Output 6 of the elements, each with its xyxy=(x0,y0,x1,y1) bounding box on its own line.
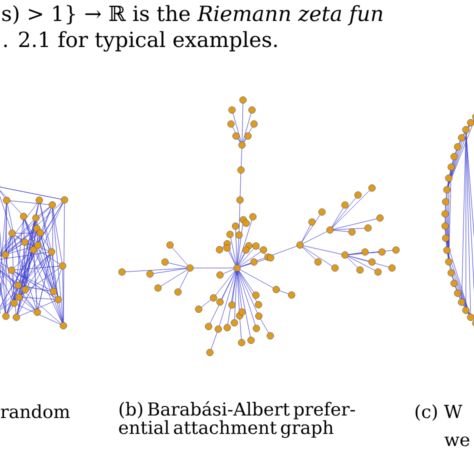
figure-caption: (c) W xyxy=(416,404,462,421)
figure-caption: we xyxy=(444,436,470,446)
figure-caption: (b) Barabási-Albert prefer- ential attachment graph xyxy=(119,401,355,438)
text-line: s) > 1} → ℝ is the Riemann zeta fun xyxy=(2,5,382,26)
figure-caption: random xyxy=(0,404,70,418)
text-line: . 2.1 for typical examples. xyxy=(4,31,277,52)
